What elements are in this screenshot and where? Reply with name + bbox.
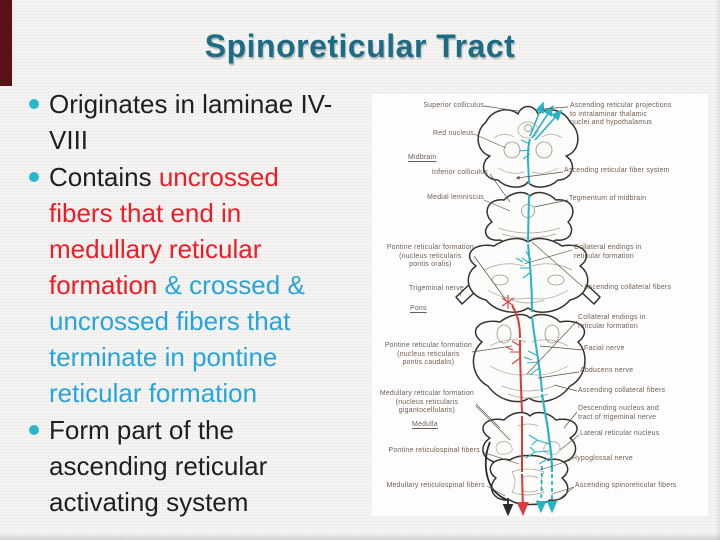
- diagram-label: Medulla: [412, 421, 438, 428]
- text-segment-black: Contains: [49, 162, 159, 192]
- diagram-label: Midbrain: [408, 154, 437, 161]
- diagram-label: Medial lemniscus: [427, 194, 484, 201]
- bullet-dot: [29, 172, 39, 182]
- descending-black-fibers: [484, 441, 514, 516]
- bullet-dot: [29, 425, 39, 435]
- diagram-label: Ascending collateral fibers: [578, 387, 666, 394]
- section-caudal-pons: [472, 313, 586, 403]
- slide-bottom-edge-shading: [0, 533, 720, 540]
- diagram-label: Facial nerve: [584, 345, 625, 352]
- diagram-label: Pontine reticular formation (nucleus ret…: [384, 342, 472, 367]
- diagram-label: Descending nucleus and tract of trigemin…: [578, 405, 659, 421]
- text-segment-blue: & crossed & uncrossed fibers that termin…: [49, 270, 305, 408]
- section-rostral-pons: [455, 237, 601, 313]
- diagram-label: Collateral endings in reticular formatio…: [578, 314, 646, 330]
- diagram-label: Tegmentum of midbrain: [569, 195, 647, 202]
- text-segment-black: Form part of the ascending reticular act…: [49, 415, 268, 517]
- diagram-label: Ascending reticular projections to intra…: [570, 102, 672, 127]
- diagram-label: Trigeminal nerve: [408, 285, 464, 292]
- diagram-label: Superior colliculus: [423, 102, 484, 109]
- bullet-item: Originates in laminae IV- VIII: [29, 86, 365, 158]
- diagram-label: Pontine reticular formation (nucleus ret…: [386, 244, 474, 269]
- slide-title: Spinoreticular Tract: [204, 28, 516, 64]
- section-caudal-medulla: [489, 454, 569, 506]
- diagram-label: Lateral reticular nucleus: [580, 430, 660, 437]
- diagram-label: Medullary reticular formation (nucleus r…: [379, 390, 474, 415]
- diagram-label: Hypoglossal nerve: [572, 455, 633, 462]
- diagram-label: Medullary reticulospinal fibers: [386, 482, 485, 489]
- brainstem-sections-illustration: [455, 101, 601, 516]
- bullet-dot: [29, 99, 39, 109]
- label-leader-lines: [459, 105, 584, 501]
- bullet-item: Contains uncrossed fibers that end in me…: [29, 159, 365, 411]
- bullet-item: Form part of the ascending reticular act…: [29, 412, 365, 520]
- text-segment-black: Originates in laminae IV- VIII: [49, 89, 333, 155]
- text-segment-red: uncrossed fibers that end in medullary r…: [49, 162, 279, 300]
- diagram-label: Collateral endings in reticular formatio…: [574, 244, 642, 260]
- diagram-label: Ascending reticular fiber system: [564, 167, 670, 174]
- diagram-label: Ascending spinoreticular fibers: [575, 482, 677, 489]
- diagram-label: Pontine reticulospinal fibers: [388, 447, 480, 454]
- corner-accent-bar: [0, 0, 12, 86]
- ascending-teal-fibers: [515, 101, 563, 514]
- diagram-label: Abducens nerve: [580, 367, 634, 374]
- descending-red-fibers: [501, 295, 529, 516]
- slide-right-edge-shading: [715, 0, 720, 540]
- diagram-label: Ascending collateral fibers: [584, 284, 672, 291]
- diagram-label: Red nucleus: [432, 130, 474, 137]
- diagram-label: Inferior colliculus: [431, 169, 488, 176]
- diagram-label: Pons: [410, 305, 427, 312]
